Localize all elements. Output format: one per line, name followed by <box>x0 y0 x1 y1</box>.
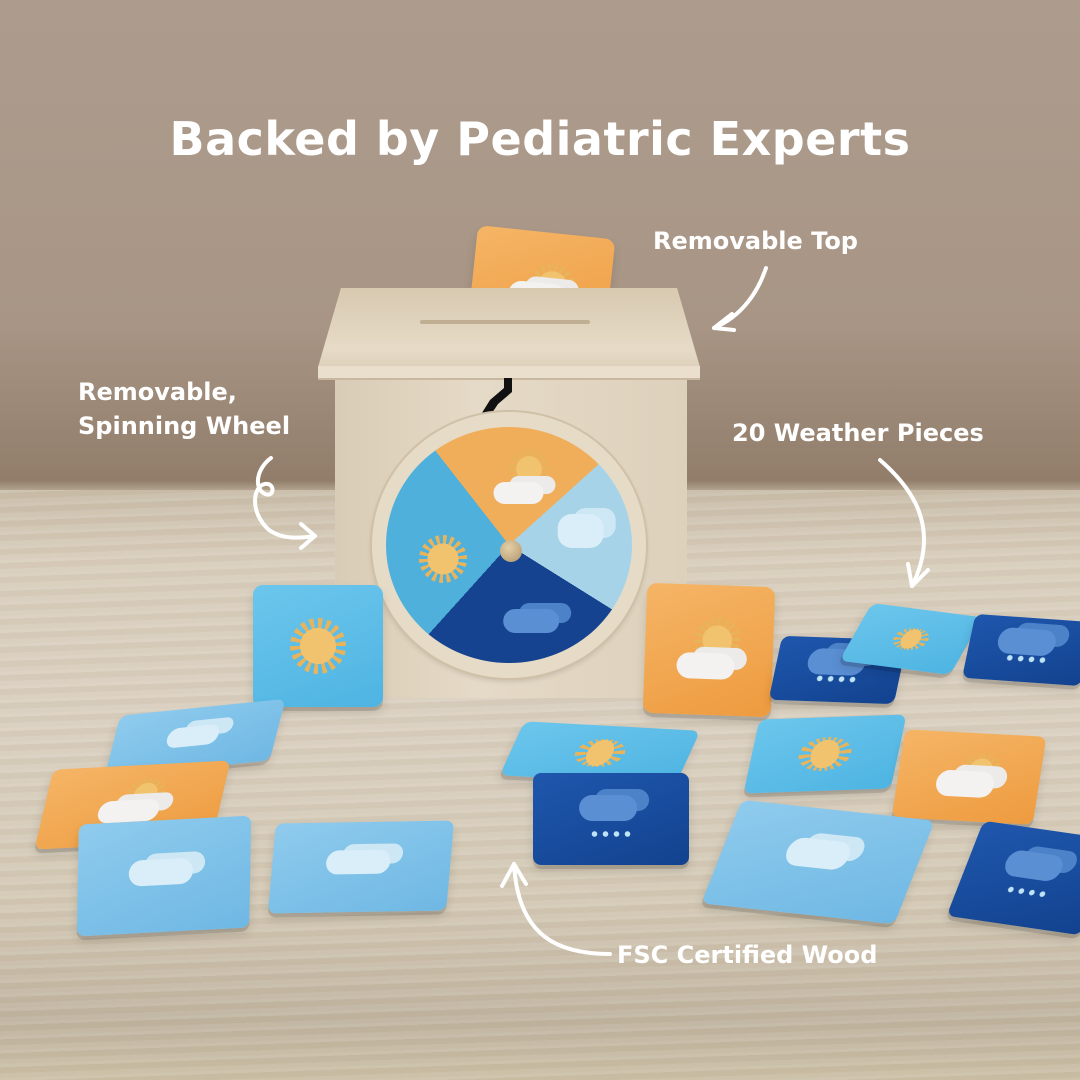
sun-icon <box>290 618 346 674</box>
snow-cloud-icon <box>557 513 604 548</box>
sun-icon <box>795 736 855 772</box>
weather-piece-rain[interactable] <box>962 613 1080 687</box>
snow-cloud-icon <box>325 849 392 875</box>
weather-piece-sun[interactable] <box>743 714 907 794</box>
raindrops-icon <box>1004 884 1050 899</box>
raindrops-icon <box>1003 653 1049 665</box>
raindrops-icon <box>589 830 633 839</box>
snow-cloud-icon <box>164 723 222 749</box>
arrow-icon <box>712 266 768 332</box>
snow-cloud-icon <box>781 836 855 871</box>
weather-piece-snow[interactable] <box>267 820 455 914</box>
cloud-icon <box>493 482 544 505</box>
sun-icon <box>887 625 935 653</box>
callout-weather-pieces: 20 Weather Pieces <box>732 419 984 447</box>
cloud-icon <box>934 769 996 799</box>
headline: Backed by Pediatric Experts <box>169 112 911 166</box>
rain-cloud-icon <box>579 794 638 821</box>
snow-cloud-icon <box>128 857 194 887</box>
arrow-icon <box>500 862 612 956</box>
callout-fsc-wood: FSC Certified Wood <box>617 941 878 969</box>
callout-removable-top: Removable Top <box>653 227 858 255</box>
cloud-icon <box>676 651 735 680</box>
weather-piece-partly-cloudy[interactable] <box>642 582 776 718</box>
card-slot <box>420 320 590 324</box>
rain-cloud-icon <box>502 608 559 633</box>
callout-spinning-wheel-line1: Removable, <box>78 378 237 406</box>
curly-arrow-icon <box>253 456 317 550</box>
rain-cloud-icon <box>1000 849 1067 884</box>
callout-spinning-wheel-line2: Spinning Wheel <box>78 412 291 440</box>
spinner-pointer <box>480 378 512 416</box>
removable-top-lid <box>318 288 700 376</box>
sun-icon <box>569 737 631 769</box>
callout-spinning-wheel: Removable, Spinning Wheel <box>78 375 290 443</box>
sun-icon <box>418 535 467 584</box>
weather-piece-sun[interactable] <box>253 585 383 707</box>
weather-piece-partly-cloudy[interactable] <box>891 729 1047 825</box>
spinning-wheel[interactable] <box>386 427 632 663</box>
wheel-hub <box>500 540 522 562</box>
weather-piece-snow[interactable] <box>701 799 935 925</box>
weather-piece-rain[interactable] <box>533 773 689 865</box>
weather-piece-snow[interactable] <box>76 815 252 937</box>
arrow-icon <box>878 458 930 588</box>
raindrops-icon <box>813 674 859 684</box>
